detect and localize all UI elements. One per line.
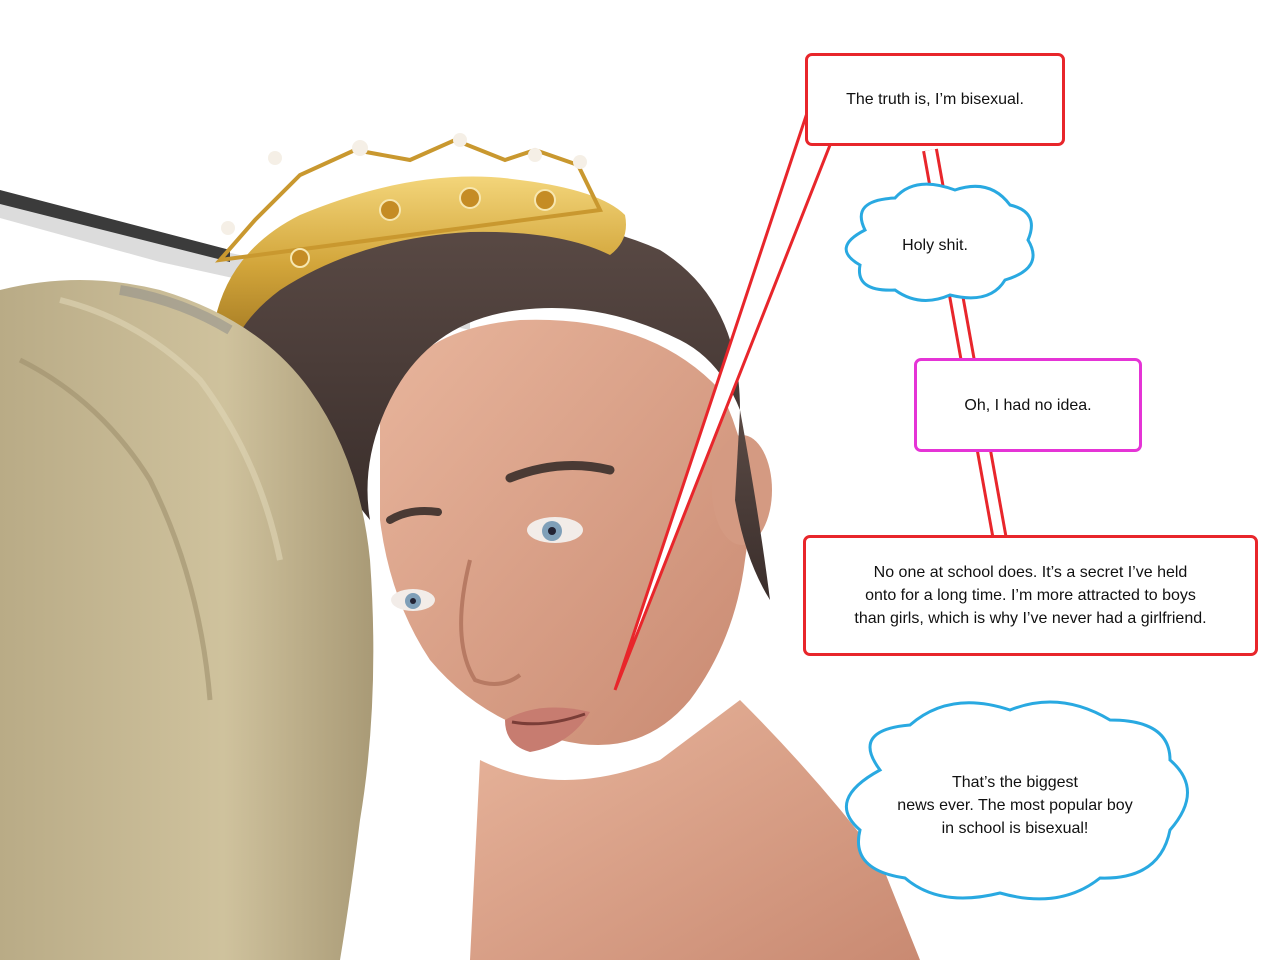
speech-text: Oh, I had no idea. bbox=[964, 396, 1092, 414]
speech-line: No one at school does. It’s a secret I’v… bbox=[873, 564, 1188, 581]
thought-bubble-2: That’s the biggest news ever. The most p… bbox=[870, 760, 1160, 850]
thought-text: Holy shit. bbox=[902, 236, 968, 254]
speech-bubble-male-1: The truth is, I’m bisexual. bbox=[805, 53, 1065, 146]
male-character bbox=[230, 218, 920, 960]
thought-cloud-2 bbox=[844, 700, 1189, 901]
speech-line: than girls, which is why I’ve never had … bbox=[854, 610, 1207, 627]
female-character-hair bbox=[0, 280, 374, 960]
thought-cloud-1 bbox=[844, 182, 1035, 302]
thought-line: in school is bisexual! bbox=[941, 819, 1089, 837]
crown bbox=[215, 133, 626, 355]
speech-bubble-male-2: No one at school does. It’s a secret I’v… bbox=[803, 535, 1258, 656]
thought-line: news ever. The most popular boy bbox=[897, 796, 1133, 814]
thought-bubble-1: Holy shit. bbox=[860, 215, 1010, 275]
speech-bubble-female: Oh, I had no idea. bbox=[914, 358, 1142, 452]
speech-text: The truth is, I’m bisexual. bbox=[846, 91, 1024, 108]
speech-line: onto for a long time. I’m more attracted… bbox=[865, 587, 1196, 604]
thought-line: That’s the biggest bbox=[951, 773, 1078, 791]
